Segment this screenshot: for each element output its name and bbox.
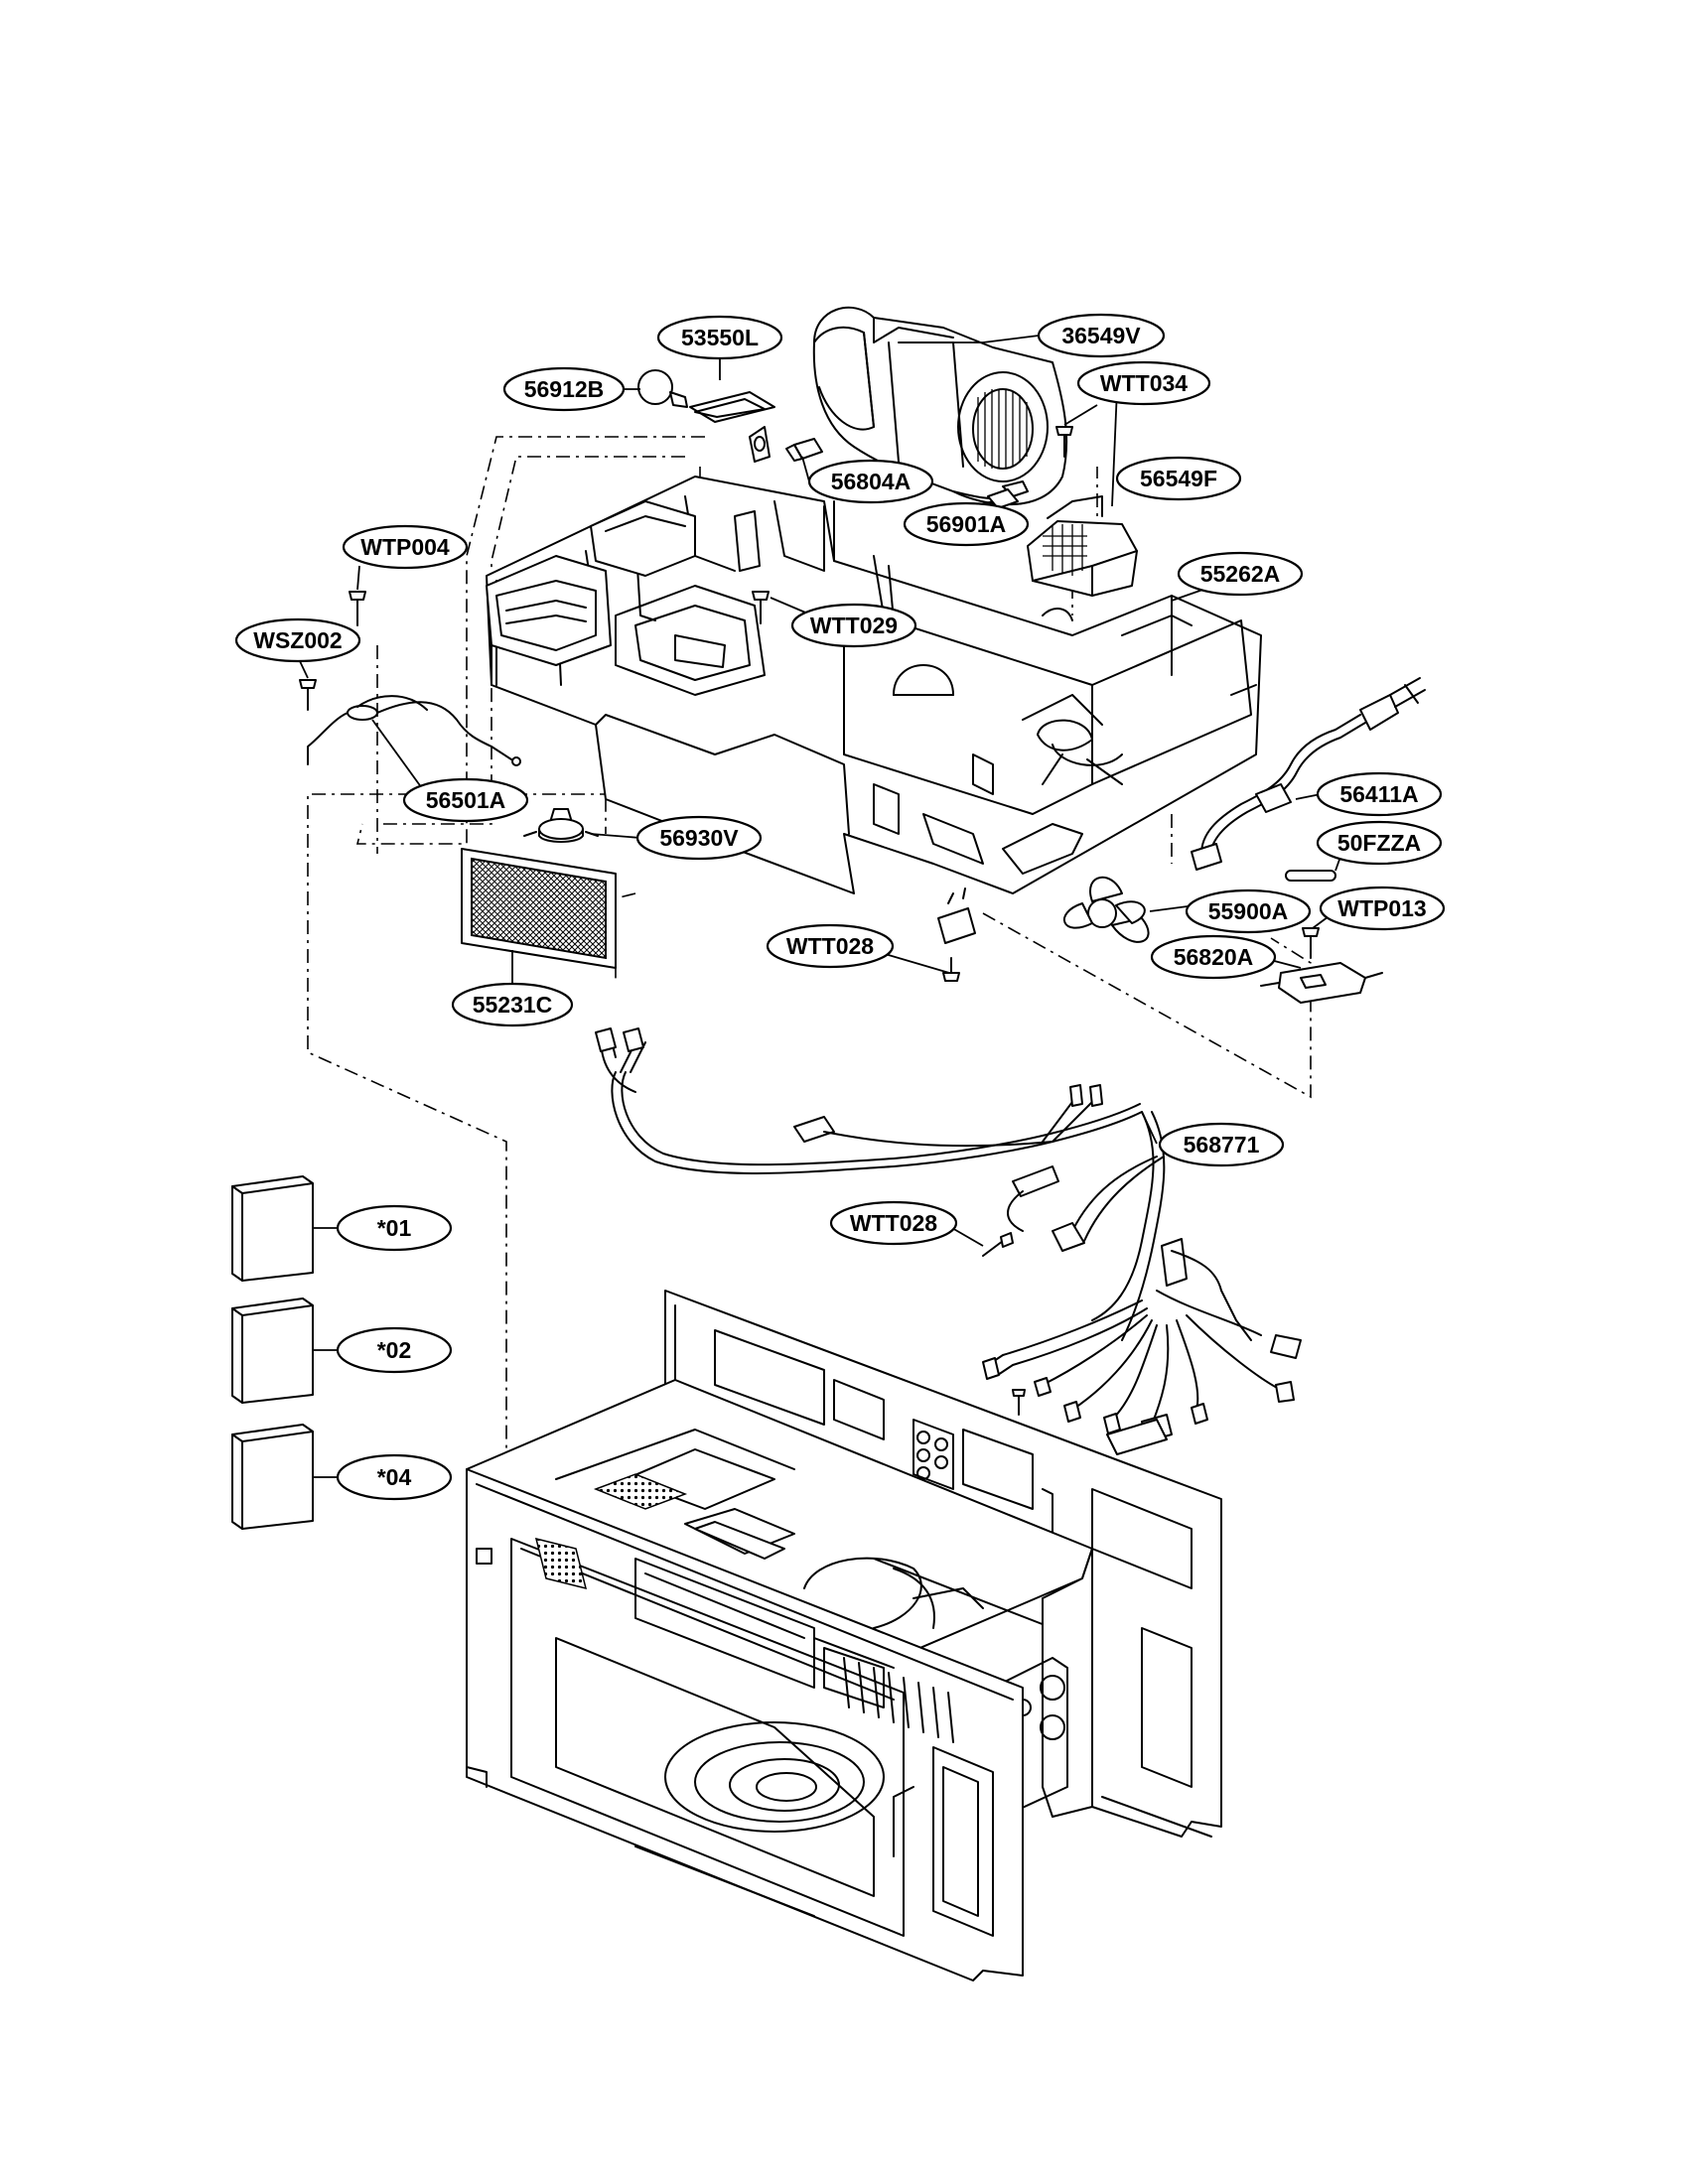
label-WTT028-harness: WTT028 — [829, 1200, 958, 1246]
power-cord — [1191, 677, 1426, 871]
screw-harness-2 — [1012, 1389, 1026, 1416]
accessory-box-04 — [231, 1424, 338, 1530]
label-55900A-text: 55900A — [1208, 898, 1289, 924]
screw-wtp004 — [349, 591, 366, 626]
label-56901A: 56901A — [903, 501, 1030, 547]
label-56411A: 56411A — [1316, 771, 1443, 817]
stirrer-fan — [1062, 876, 1150, 943]
label-04-text: *04 — [377, 1464, 412, 1490]
motor-connector — [987, 488, 1019, 509]
label-568771-text: 568771 — [1184, 1132, 1260, 1158]
label-56912B: 56912B — [502, 366, 626, 412]
label-56804A-text: 56804A — [831, 469, 912, 494]
label-55262A-text: 55262A — [1200, 561, 1281, 587]
left-bracket — [486, 500, 696, 666]
label-56912B-text: 56912B — [524, 376, 605, 402]
label-02-text: *02 — [377, 1337, 412, 1363]
label-56501A: 56501A — [402, 777, 529, 823]
label-50FZZA-text: 50FZZA — [1337, 830, 1421, 856]
label-WTP013: WTP013 — [1319, 886, 1446, 931]
label-53550L: 53550L — [656, 315, 783, 360]
label-56820A-text: 56820A — [1174, 944, 1254, 970]
label-55900A: 55900A — [1185, 888, 1312, 934]
label-WTP004: WTP004 — [342, 524, 469, 570]
rectifier-module — [1027, 495, 1138, 597]
wire-harness — [595, 1027, 1302, 1455]
lamp-socket — [689, 391, 775, 463]
label-WTT029-text: WTT029 — [810, 613, 898, 638]
label-56820A: 56820A — [1150, 934, 1277, 980]
label-56549F: 56549F — [1115, 456, 1242, 501]
accessory-box-01 — [231, 1175, 338, 1282]
label-56501A-text: 56501A — [426, 787, 506, 813]
label-56901A-text: 56901A — [926, 511, 1007, 537]
label-WTP004-text: WTP004 — [360, 534, 450, 560]
screw-wtt028-top — [942, 957, 960, 982]
screw-wtt028-harness — [982, 1232, 1014, 1257]
screw-wsz002 — [299, 679, 317, 711]
label-02: *02 — [336, 1326, 453, 1374]
label-53550L-text: 53550L — [681, 325, 759, 350]
oven-cavity — [466, 1290, 1222, 1981]
label-WTT034: WTT034 — [1076, 360, 1211, 406]
label-56549F-text: 56549F — [1140, 466, 1217, 491]
label-50FZZA: 50FZZA — [1316, 820, 1443, 866]
grease-filter — [461, 848, 617, 969]
fuse — [1285, 870, 1336, 882]
part-labels: 36549V 53550L 56912B WTT034 56804A 56549… — [234, 313, 1446, 1501]
label-36549V-text: 36549V — [1061, 323, 1141, 348]
label-55231C: 55231C — [451, 982, 574, 1027]
label-01-text: *01 — [377, 1215, 412, 1241]
accessory-box-02 — [231, 1297, 338, 1404]
lamp-bulb — [637, 369, 688, 408]
label-56930V: 56930V — [635, 815, 763, 861]
label-WSZ002-text: WSZ002 — [253, 627, 342, 653]
lamp-connector — [785, 438, 823, 462]
screw-wtp013 — [1302, 927, 1320, 959]
fuse-holder — [1260, 962, 1383, 1004]
label-01: *01 — [336, 1204, 453, 1252]
label-WTT029: WTT029 — [790, 603, 917, 648]
thermal-cutoff — [523, 808, 599, 843]
label-55262A: 55262A — [1177, 551, 1304, 597]
switch-bracket — [937, 887, 976, 944]
screw-wtt029 — [752, 591, 770, 624]
label-WTT028-harness-text: WTT028 — [850, 1210, 937, 1236]
label-WTP013-text: WTP013 — [1337, 895, 1426, 921]
label-56930V-text: 56930V — [659, 825, 739, 851]
label-WTT028-top: WTT028 — [766, 923, 895, 969]
label-WSZ002: WSZ002 — [234, 617, 361, 663]
screw-wtt034 — [1055, 426, 1073, 458]
label-55231C-text: 55231C — [473, 992, 553, 1018]
label-568771: 568771 — [1158, 1122, 1285, 1167]
label-36549V: 36549V — [1037, 313, 1166, 358]
label-56804A: 56804A — [807, 459, 934, 504]
thermistor — [307, 695, 521, 766]
label-56411A-text: 56411A — [1339, 781, 1418, 807]
label-WTT034-text: WTT034 — [1100, 370, 1188, 396]
label-04: *04 — [336, 1453, 453, 1501]
label-WTT028-top-text: WTT028 — [786, 933, 874, 959]
